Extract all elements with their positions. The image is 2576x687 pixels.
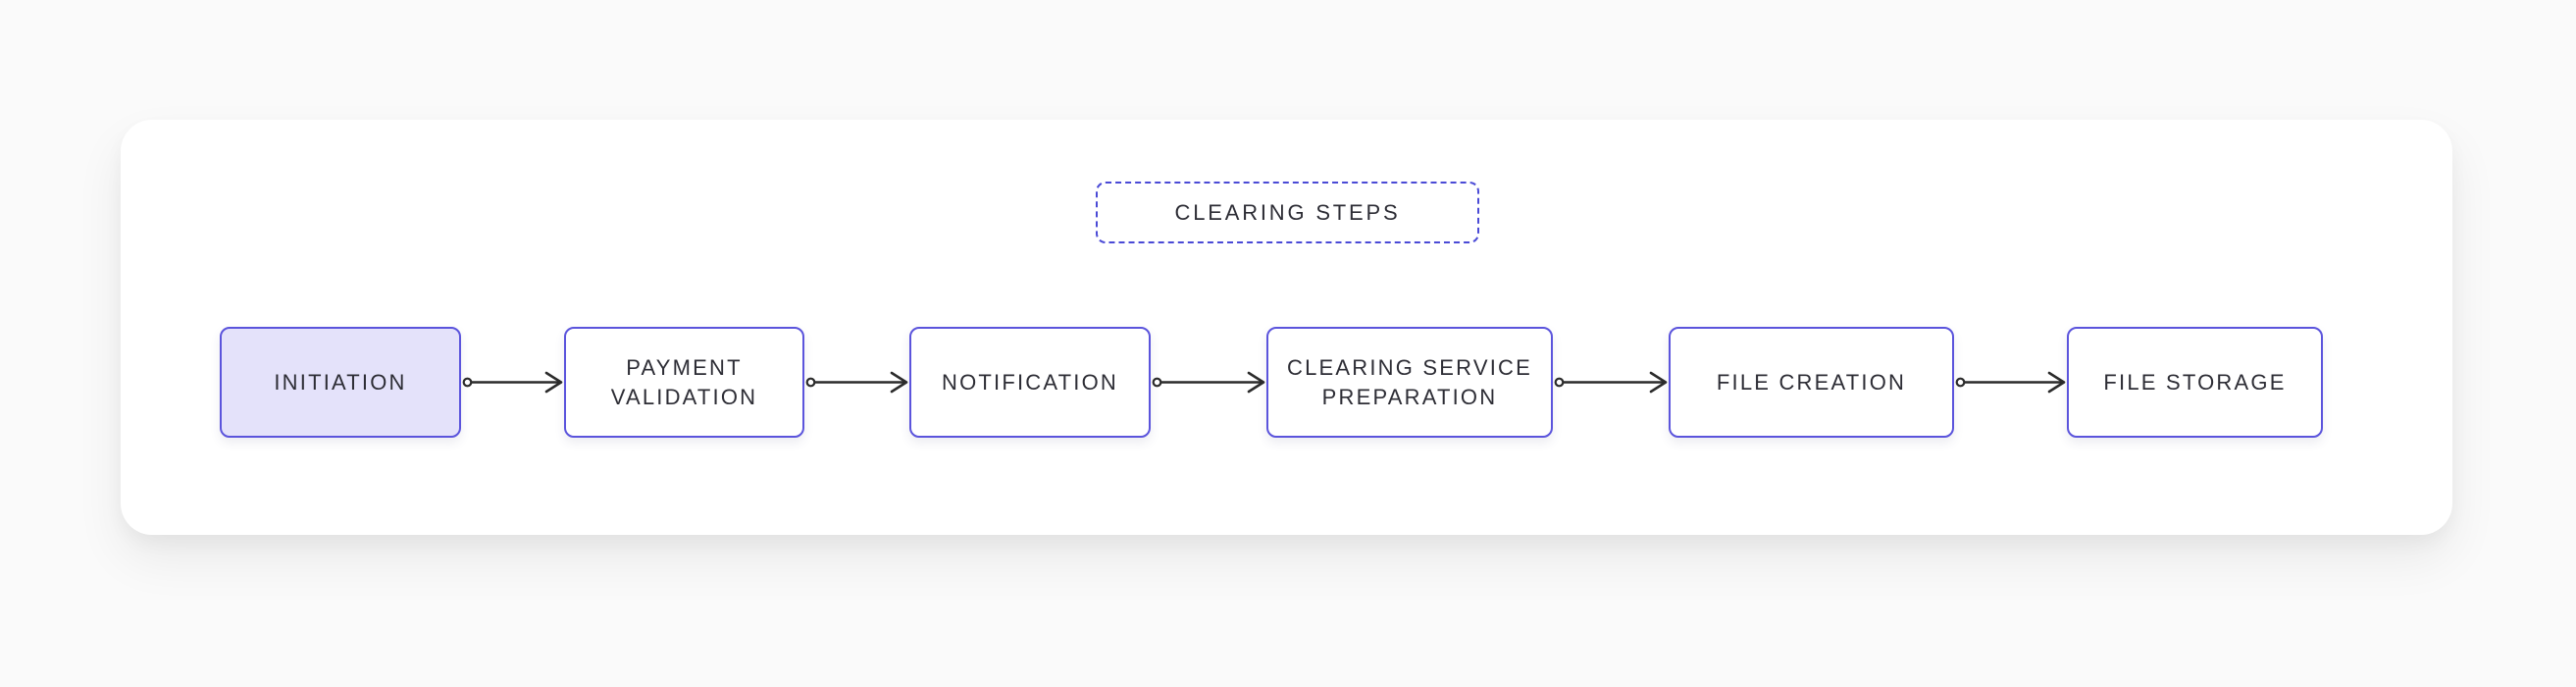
node-file-creation[interactable]: FILE CREATION (1669, 327, 1954, 438)
title-label: CLEARING STEPS (1174, 199, 1401, 225)
node-file-storage[interactable]: FILE STORAGE (2067, 327, 2323, 438)
node-notification[interactable]: NOTIFICATION (909, 327, 1151, 438)
node-label: FILE STORAGE (2103, 369, 2287, 395)
node-label: INITIATION (274, 369, 407, 395)
node-clearing-service-preparation[interactable]: CLEARING SERVICE PREPARATION (1266, 327, 1553, 438)
node-payment-validation[interactable]: PAYMENT VALIDATION (564, 327, 804, 438)
node-label: PAYMENT VALIDATION (610, 355, 758, 409)
node-label: FILE CREATION (1716, 369, 1907, 395)
node-initiation[interactable]: INITIATION (220, 327, 461, 438)
node-label: CLEARING SERVICE PREPARATION (1287, 355, 1532, 409)
node-label: NOTIFICATION (942, 369, 1118, 395)
title-node-clearing-steps[interactable]: CLEARING STEPS (1096, 182, 1479, 243)
